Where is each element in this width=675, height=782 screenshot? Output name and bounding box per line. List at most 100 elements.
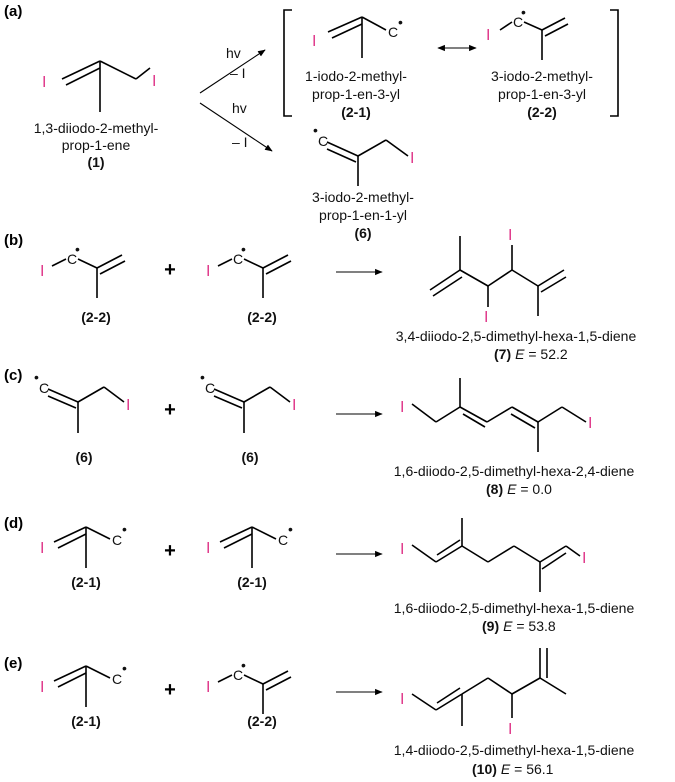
compound-1-id: (1)	[87, 154, 104, 170]
carbon-atom: C	[233, 667, 243, 683]
energy-symbol: E	[503, 618, 513, 634]
reactant-id: (2-1)	[237, 574, 267, 590]
compound-6-name-line1: 3-iodo-2-methyl-	[312, 189, 414, 205]
compound-1-name-line2: prop-1-ene	[62, 137, 131, 153]
iodine-atom: I	[400, 399, 404, 416]
compound-9-id: (9)	[482, 618, 499, 634]
energy-symbol: E	[501, 761, 511, 777]
reactant-2-2: I C •	[206, 657, 292, 714]
minus-i-label: – I	[232, 134, 248, 150]
molecule-1: I I	[42, 60, 156, 112]
panel-label-e: (e)	[4, 655, 22, 672]
plus-sign: +	[164, 679, 176, 701]
molecule-9: I I	[400, 518, 586, 592]
carbon-atom: C	[233, 251, 243, 267]
compound-10-label: (10)E = 56.1	[472, 761, 554, 777]
compound-7-name: 3,4-diiodo-2,5-dimethyl-hexa-1,5-diene	[396, 328, 637, 344]
reactant-id: (2-1)	[71, 574, 101, 590]
radical-6: • C I	[313, 122, 414, 186]
energy-symbol: E	[507, 481, 517, 497]
iodine-atom: I	[292, 397, 296, 414]
reactant-6-right: • C I	[200, 369, 296, 433]
compound-7-id: (7)	[494, 346, 511, 362]
carbon-atom: C	[388, 24, 398, 40]
iodine-atom: I	[40, 679, 44, 696]
molecule-10: I I	[400, 648, 567, 738]
radical-dot: •	[75, 241, 80, 257]
hv-label: hv	[226, 45, 241, 61]
hv-label: hv	[232, 100, 247, 116]
iodine-atom: I	[206, 263, 210, 280]
panel-label-d: (d)	[4, 515, 23, 532]
compound-9-energy: = 53.8	[512, 618, 555, 634]
radical-dot: •	[313, 122, 318, 138]
reactant-2-1: I C •	[40, 660, 127, 707]
molecule-8: I I	[400, 378, 592, 452]
iodine-atom: I	[484, 309, 488, 326]
compound-8-name: 1,6-diiodo-2,5-dimethyl-hexa-2,4-diene	[394, 463, 635, 479]
compound-7-energy: = 52.2	[524, 346, 567, 362]
compound-8-id: (8)	[486, 481, 503, 497]
iodine-atom: I	[486, 27, 490, 44]
compound-10-energy: = 56.1	[510, 761, 553, 777]
reactant-2-1-left: I C •	[40, 521, 127, 568]
iodine-atom: I	[152, 73, 156, 90]
panel-label-b: (b)	[4, 232, 23, 249]
iodine-atom: I	[508, 721, 512, 738]
compound-10-name: 1,4-diiodo-2,5-dimethyl-hexa-1,5-diene	[394, 742, 635, 758]
reactant-6-left: • C I	[34, 369, 130, 433]
radical-dot: •	[521, 4, 526, 20]
compound-2-2-name-line1: 3-iodo-2-methyl-	[491, 68, 593, 84]
radical-dot: •	[398, 14, 403, 30]
reactant-id: (2-1)	[71, 713, 101, 729]
compound-8-energy: = 0.0	[516, 481, 552, 497]
carbon-atom: C	[112, 671, 122, 687]
radical-dot: •	[122, 660, 127, 676]
radical-dot: •	[288, 521, 293, 537]
reactant-id: (6)	[241, 449, 258, 465]
compound-1-name-line1: 1,3-diiodo-2-methyl-	[34, 120, 159, 136]
iodine-atom: I	[400, 691, 404, 708]
compound-6-id: (6)	[354, 225, 371, 241]
iodine-atom: I	[588, 415, 592, 432]
carbon-atom: C	[39, 380, 49, 396]
reactant-id: (2-2)	[247, 713, 277, 729]
iodine-atom: I	[42, 74, 46, 91]
carbon-atom: C	[318, 133, 328, 149]
carbon-atom: C	[278, 532, 288, 548]
resonance-bracket-right	[610, 9, 619, 117]
radical-dot: •	[34, 369, 39, 385]
panel-label-c: (c)	[4, 367, 22, 384]
reactant-id: (2-2)	[247, 309, 277, 325]
compound-10-id: (10)	[472, 761, 497, 777]
iodine-atom: I	[410, 150, 414, 167]
energy-symbol: E	[515, 346, 525, 362]
compound-8-label: (8)E = 0.0	[486, 481, 552, 497]
carbon-atom: C	[67, 251, 77, 267]
radical-2-1: I C •	[312, 14, 403, 58]
molecule-7: I I	[429, 227, 567, 326]
compound-7-label: (7)E = 52.2	[494, 346, 568, 362]
iodine-atom: I	[206, 540, 210, 557]
plus-sign: +	[164, 259, 176, 281]
radical-dot: •	[200, 369, 205, 385]
compound-6-name-line2: prop-1-en-1-yl	[319, 207, 407, 223]
reactant-2-2-right: I C •	[206, 241, 292, 298]
reaction-arrow-down	[199, 102, 273, 152]
plus-sign: +	[164, 540, 176, 562]
iodine-atom: I	[40, 263, 44, 280]
plus-sign: +	[164, 399, 176, 421]
iodine-atom: I	[126, 397, 130, 414]
carbon-atom: C	[112, 532, 122, 548]
iodine-atom: I	[312, 33, 316, 50]
compound-2-1-name-line1: 1-iodo-2-methyl-	[305, 68, 407, 84]
carbon-atom: C	[513, 14, 523, 30]
compound-2-1-id: (2-1)	[341, 104, 371, 120]
reaction-arrow-up	[199, 49, 266, 94]
minus-i-label: – I	[230, 65, 246, 81]
iodine-atom: I	[400, 541, 404, 558]
compound-2-1-name-line2: prop-1-en-3-yl	[312, 86, 400, 102]
reactant-2-1-right: I C •	[206, 521, 293, 568]
compound-9-name: 1,6-diiodo-2,5-dimethyl-hexa-1,5-diene	[394, 600, 635, 616]
